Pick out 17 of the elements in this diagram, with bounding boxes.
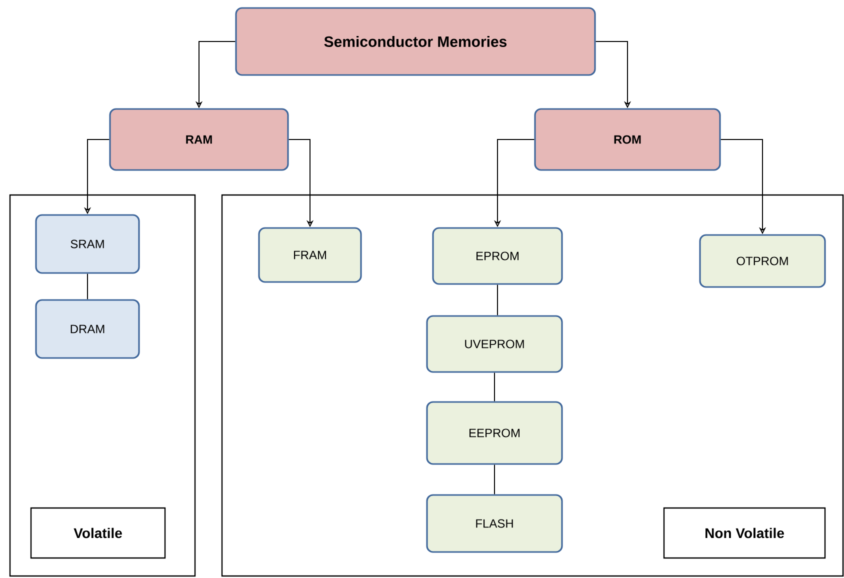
memory-type-box: EEPROM [426,401,563,465]
memory-type-box: FRAM [258,227,362,283]
connector [497,284,498,316]
connector [494,372,495,402]
memory-type-box: SRAM [35,214,140,274]
memory-type-box: UVEPROM [426,315,563,373]
memory-category-box: Semiconductor Memories [235,7,596,76]
group-label-box: Volatile [30,507,166,559]
memory-category-box: RAM [109,108,289,171]
group-label-box: Non Volatile [663,507,826,559]
connector [87,273,88,300]
memory-type-box: OTPROM [699,234,826,288]
memory-category-box: ROM [534,108,721,171]
connector [494,464,495,495]
memory-type-box: FLASH [426,494,563,553]
memory-type-box: DRAM [35,299,140,359]
memory-type-box: EPROM [432,227,563,285]
